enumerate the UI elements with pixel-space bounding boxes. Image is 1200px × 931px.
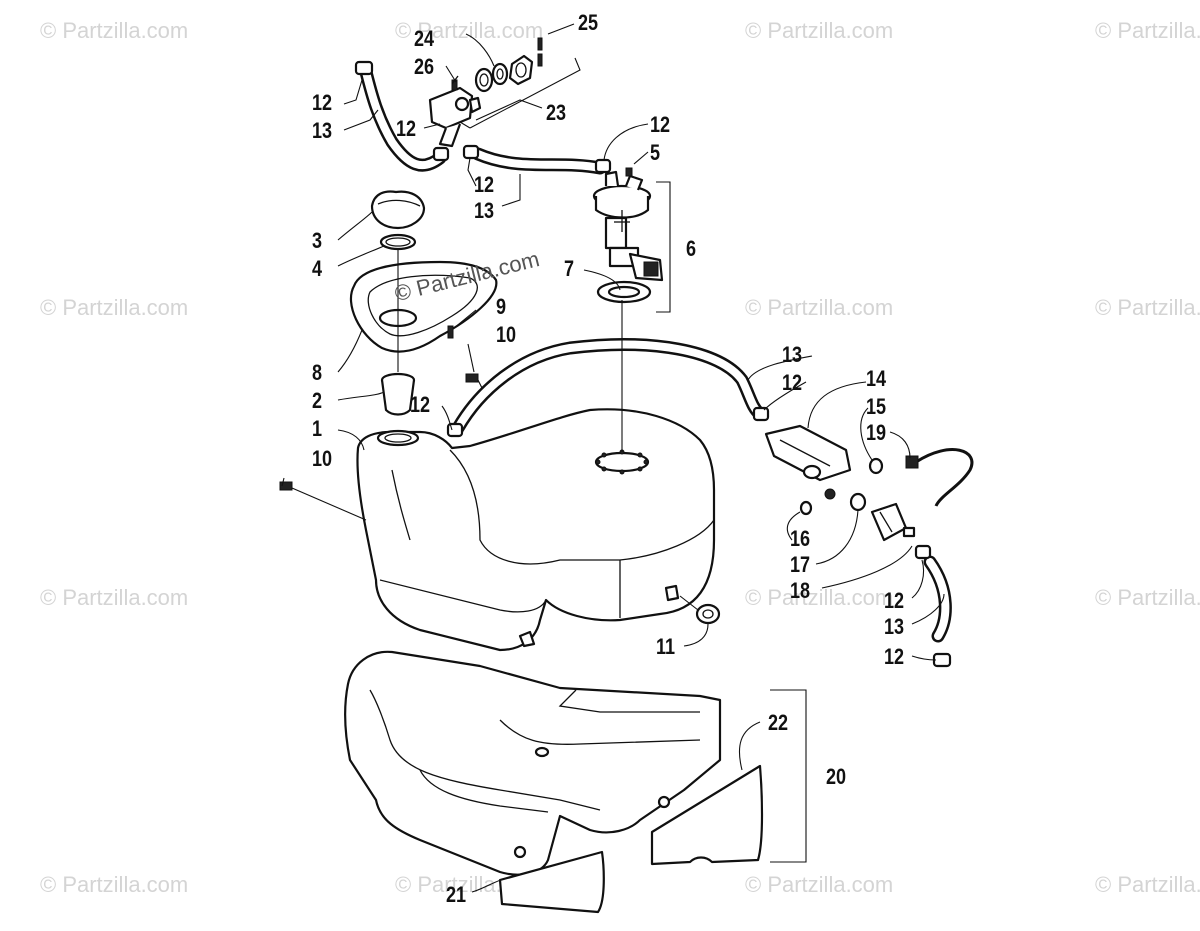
- callout-9[interactable]: 9: [496, 294, 507, 319]
- callout-12[interactable]: 12: [474, 172, 495, 197]
- fuel-valve-assembly: [428, 75, 482, 148]
- callout-12[interactable]: 12: [410, 392, 431, 417]
- watermark: © Partzilla.com: [1095, 585, 1200, 610]
- assembly-axis-line: [291, 250, 699, 611]
- watermark: © Partzilla.com: [745, 295, 894, 320]
- callout-12[interactable]: 12: [884, 644, 905, 669]
- screw: [537, 37, 543, 67]
- tank-shield: [344, 650, 722, 876]
- watermark: © Partzilla.com: [40, 585, 189, 610]
- callout-13[interactable]: 13: [474, 198, 495, 223]
- callout-10[interactable]: 10: [496, 322, 517, 347]
- watermark: © Partzilla.com: [1095, 872, 1200, 897]
- watermark: © Partzilla.com: [745, 18, 894, 43]
- callout-13[interactable]: 13: [312, 118, 333, 143]
- callout-12[interactable]: 12: [312, 90, 333, 115]
- callout-22[interactable]: 22: [768, 710, 789, 735]
- fuel-filter-bracket: [764, 424, 852, 482]
- callout-12[interactable]: 12: [884, 588, 905, 613]
- grommet: [695, 603, 721, 625]
- vent-hose: [446, 338, 770, 438]
- leader-lines: [281, 23, 945, 893]
- watermark: © Partzilla.com: [1095, 18, 1200, 43]
- shield-panel-left: [498, 850, 605, 914]
- watermark: © Partzilla.com: [395, 18, 544, 43]
- callout-24[interactable]: 24: [414, 26, 435, 51]
- callout-25[interactable]: 25: [578, 10, 599, 35]
- fuel-hose-right: [914, 544, 952, 668]
- callout-7[interactable]: 7: [564, 256, 575, 281]
- callout-12[interactable]: 12: [782, 370, 803, 395]
- callout-13[interactable]: 13: [782, 342, 803, 367]
- callout-3[interactable]: 3: [312, 228, 323, 253]
- screw: [447, 325, 454, 339]
- callout-23[interactable]: 23: [546, 100, 567, 125]
- callout-20[interactable]: 20: [826, 764, 847, 789]
- callout-5[interactable]: 5: [650, 140, 661, 165]
- callout-14[interactable]: 14: [866, 366, 887, 391]
- callout-1[interactable]: 1: [312, 416, 323, 441]
- hose-clamp: [354, 60, 450, 162]
- fuel-cap: [370, 190, 426, 230]
- valve-mount-plate: [508, 54, 534, 86]
- watermark: © Partzilla.com: [40, 18, 189, 43]
- watermark: © Partzilla.com: [40, 295, 189, 320]
- callout-18[interactable]: 18: [790, 578, 811, 603]
- callout-13[interactable]: 13: [884, 614, 905, 639]
- callout-8[interactable]: 8: [312, 360, 323, 385]
- screw: [279, 373, 479, 491]
- callout-26[interactable]: 26: [414, 54, 435, 79]
- bracket-line: [770, 689, 807, 863]
- callout-12[interactable]: 12: [650, 112, 671, 137]
- callout-10[interactable]: 10: [312, 446, 333, 471]
- watermark: © Partzilla.com: [40, 872, 189, 897]
- callout-15[interactable]: 15: [866, 394, 887, 419]
- callout-11[interactable]: 11: [656, 634, 676, 659]
- filler-neck: [380, 372, 416, 416]
- callout-12[interactable]: 12: [396, 116, 417, 141]
- fuel-pump-gasket: [596, 280, 652, 304]
- fuel-pump-assembly: [592, 167, 664, 282]
- callout-2[interactable]: 2: [312, 388, 323, 413]
- callout-4[interactable]: 4: [312, 256, 323, 281]
- watermark: © Partzilla.com: [745, 585, 894, 610]
- callout-6[interactable]: 6: [686, 236, 697, 261]
- fuel-hose-upper: [462, 144, 612, 175]
- callout-16[interactable]: 16: [790, 526, 811, 551]
- grommet: [799, 457, 884, 516]
- watermark: © Partzilla.com: [1095, 295, 1200, 320]
- watermark: © Partzilla.com: [745, 872, 894, 897]
- callout-19[interactable]: 19: [866, 420, 887, 445]
- vent-tube: [905, 448, 974, 507]
- fuel-hose-upper-left: [359, 65, 447, 172]
- fuel-cap-seal: [379, 233, 417, 251]
- callout-21[interactable]: 21: [446, 882, 467, 907]
- callout-17[interactable]: 17: [790, 552, 811, 577]
- bracket-line: [656, 181, 671, 313]
- valve-bracket-outline: [459, 57, 581, 129]
- fuel-tank: [356, 408, 716, 652]
- shield-panel-right: [650, 764, 764, 866]
- valve-seal-ring: [474, 62, 509, 93]
- fuel-filter: [870, 502, 916, 542]
